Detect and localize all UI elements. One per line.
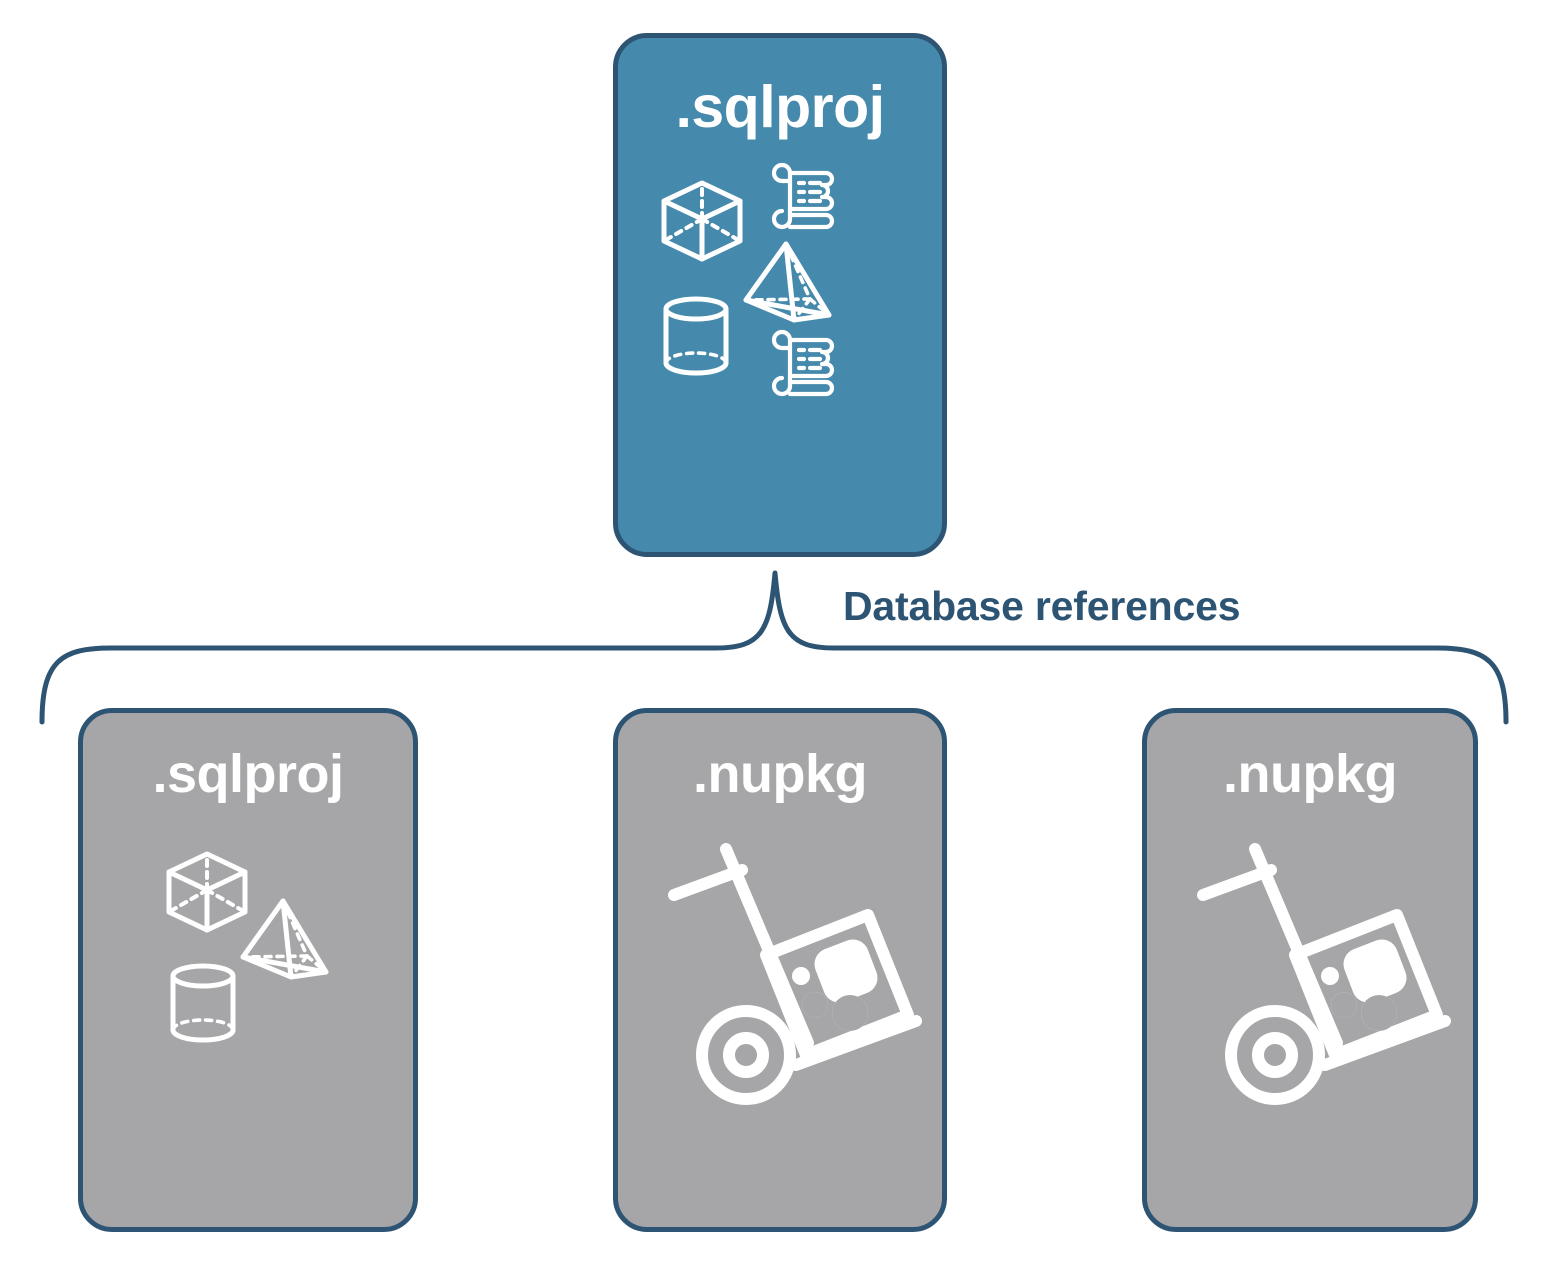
cube-icon xyxy=(166,851,248,933)
parent-node-icon-group xyxy=(618,137,942,552)
parent-node-label: .sqlproj xyxy=(675,74,885,140)
connector-label: Database references xyxy=(843,583,1241,629)
child-node-icon-group xyxy=(83,801,413,1227)
cylinder-icon xyxy=(170,963,236,1043)
scroll-script-icon xyxy=(771,162,835,230)
parent-node-sqlproj[interactable]: .sqlproj xyxy=(613,33,947,557)
hand-truck-package-icon xyxy=(668,843,922,1105)
pyramid-icon xyxy=(743,241,832,323)
child-node-nupkg-2[interactable]: .nupkg xyxy=(1142,708,1478,1232)
child-node-nupkg-1[interactable]: .nupkg xyxy=(613,708,947,1232)
cube-icon xyxy=(661,180,743,262)
scroll-script-icon xyxy=(771,329,835,397)
child-node-sqlproj[interactable]: .sqlproj xyxy=(78,708,418,1232)
child-node-label: .nupkg xyxy=(693,744,867,804)
child-node-label: .nupkg xyxy=(1223,744,1397,804)
child-node-label: .sqlproj xyxy=(152,744,344,804)
child-node-icon-group xyxy=(618,801,942,1227)
cylinder-icon xyxy=(663,296,729,376)
pyramid-icon xyxy=(240,898,329,980)
child-node-icon-group xyxy=(1147,801,1473,1227)
hand-truck-package-icon xyxy=(1197,843,1451,1105)
